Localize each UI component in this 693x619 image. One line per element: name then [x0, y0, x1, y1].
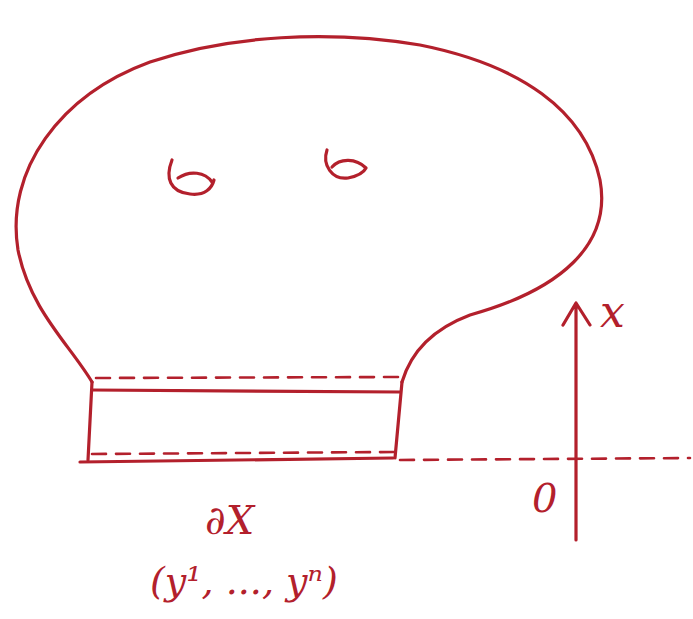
- collar-top: [92, 390, 400, 392]
- dashed-upper: [96, 377, 400, 378]
- boundary-label: ∂X: [205, 500, 254, 540]
- hole-right: [326, 150, 366, 178]
- coordinate-label: (y¹, ..., yⁿ): [150, 562, 338, 600]
- dashed-boundary-line: [400, 458, 690, 460]
- origin-label: 0: [532, 478, 557, 518]
- hole-left: [169, 160, 214, 194]
- axis-label: x: [600, 290, 625, 334]
- collar-bottom: [80, 458, 393, 462]
- collar-side-left: [88, 382, 92, 460]
- manifold-outline: [16, 37, 602, 382]
- dashed-lower: [92, 452, 395, 454]
- x-axis: [563, 303, 590, 540]
